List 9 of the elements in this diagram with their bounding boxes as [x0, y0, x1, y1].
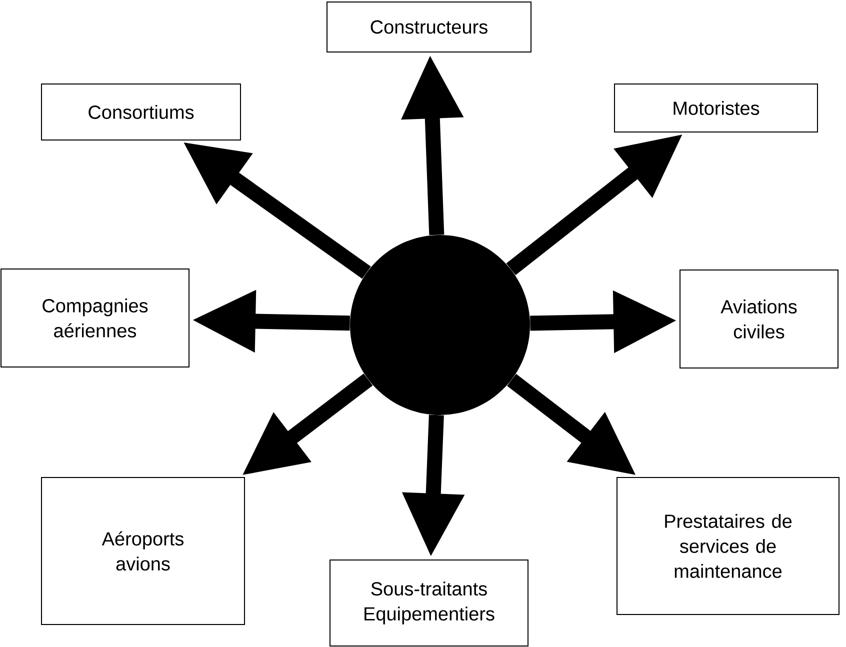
actor-box: Aéroports avions	[41, 476, 245, 625]
actor-box: Prestataires de services de maintenance	[616, 476, 840, 615]
actor-box: Motoristes	[614, 84, 818, 132]
hub-circle	[350, 234, 530, 415]
actor-box: Sous-traitants Equipementiers	[330, 559, 528, 646]
actor-box: Aviations civiles	[680, 270, 838, 368]
actor-box: Compagnies aériennes	[0, 268, 190, 368]
actor-box: Consortiums	[41, 84, 241, 140]
actor-box: Constructeurs	[326, 2, 532, 52]
